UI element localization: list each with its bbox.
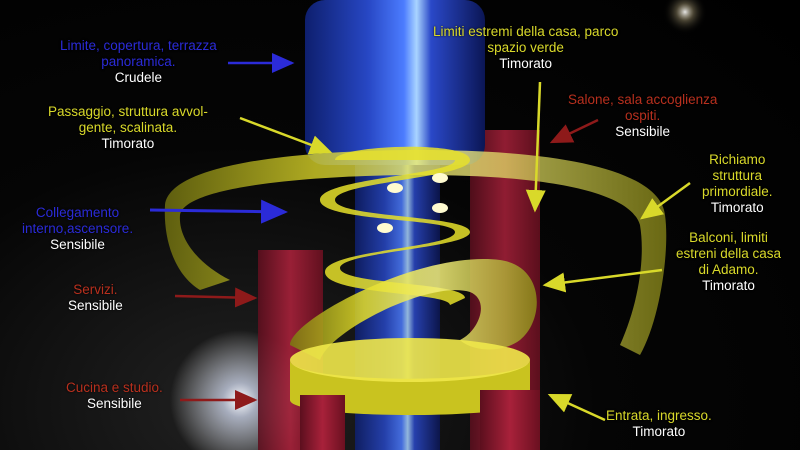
label-servizi-tag: Sensibile bbox=[68, 298, 123, 313]
roof-terrace bbox=[305, 0, 485, 165]
arrow-entrata bbox=[547, 393, 606, 422]
entrance-top bbox=[290, 338, 530, 382]
label-entrata: Entrata, ingresso. Timorato bbox=[606, 408, 712, 440]
label-servizi: Servizi. Sensibile bbox=[68, 282, 123, 314]
label-limite: Limite, copertura, terrazza panoramica. … bbox=[60, 38, 217, 86]
label-collegamento-line-2: interno,ascensore. bbox=[22, 221, 134, 236]
label-limiti-estremi-tag: Timorato bbox=[499, 56, 553, 71]
label-limite-line-2: panoramica. bbox=[101, 54, 176, 69]
entrance-cylinder bbox=[290, 360, 530, 415]
spiral-staircase bbox=[320, 146, 470, 305]
label-balconi: Balconi, limiti estreni della casa di Ad… bbox=[676, 230, 781, 294]
label-richiamo-line-3: primordiale. bbox=[702, 184, 773, 199]
room-block-front-left bbox=[300, 395, 345, 450]
label-balconi-line-3: di Adamo. bbox=[698, 262, 759, 277]
label-balconi-tag: Timorato bbox=[702, 278, 755, 293]
label-limite-line-1: Limite, copertura, terrazza bbox=[60, 38, 217, 53]
label-salone-line-1: Salone, sala accoglienza bbox=[568, 92, 718, 107]
label-collegamento-line-1: Collegamento bbox=[35, 205, 120, 220]
label-salone-line-2: ospiti. bbox=[625, 108, 661, 123]
label-balconi-line-1: Balconi, limiti bbox=[689, 230, 768, 245]
label-salone: Salone, sala accoglienza ospiti. Sensibi… bbox=[568, 92, 717, 140]
label-collegamento: Collegamento interno,ascensore. Sensibil… bbox=[22, 205, 133, 253]
label-passaggio: Passaggio, struttura avvol- gente, scali… bbox=[48, 104, 208, 152]
arrow-richiamo bbox=[639, 181, 691, 220]
arrow-balconi bbox=[542, 268, 663, 293]
label-richiamo-tag: Timorato bbox=[710, 200, 764, 215]
label-limite-tag: Crudele bbox=[114, 70, 163, 85]
arrow-passaggio bbox=[239, 116, 333, 155]
moon-glow bbox=[663, 0, 707, 34]
label-richiamo-line-1: Richiamo bbox=[709, 152, 766, 167]
label-entrata-tag: Timorato bbox=[632, 424, 686, 439]
label-collegamento-tag: Sensibile bbox=[50, 237, 105, 252]
label-limiti-estremi: Limiti estremi della casa, parco spazio … bbox=[433, 24, 618, 72]
label-servizi-line-1: Servizi. bbox=[73, 282, 118, 297]
label-limiti-estremi-line-1: Limiti estremi della casa, parco bbox=[433, 24, 619, 39]
label-passaggio-line-1: Passaggio, struttura avvol- bbox=[48, 104, 208, 119]
label-richiamo: Richiamo struttura primordiale. Timorato bbox=[702, 152, 773, 216]
arrow-limiti-estremi bbox=[525, 81, 546, 213]
label-limiti-estremi-line-2: spazio verde bbox=[487, 40, 564, 55]
label-entrata-line-1: Entrata, ingresso. bbox=[606, 408, 712, 423]
room-block-front-right bbox=[480, 390, 540, 450]
label-richiamo-line-2: struttura bbox=[712, 168, 763, 183]
label-passaggio-line-2: gente, scalinata. bbox=[78, 120, 178, 135]
arrow-salone bbox=[549, 118, 599, 144]
label-cucina-line-1: Cucina e studio. bbox=[66, 380, 163, 395]
label-balconi-line-2: estreni della casa bbox=[676, 246, 782, 261]
arrow-collegamento bbox=[149, 199, 288, 224]
balcony-ring bbox=[290, 259, 537, 360]
label-cucina: Cucina e studio. Sensibile bbox=[66, 380, 163, 412]
arrow-servizi bbox=[174, 287, 258, 308]
label-salone-tag: Sensibile bbox=[615, 124, 671, 139]
primordial-ring bbox=[164, 150, 667, 355]
label-passaggio-tag: Timorato bbox=[101, 136, 155, 151]
label-cucina-tag: Sensibile bbox=[87, 396, 142, 411]
